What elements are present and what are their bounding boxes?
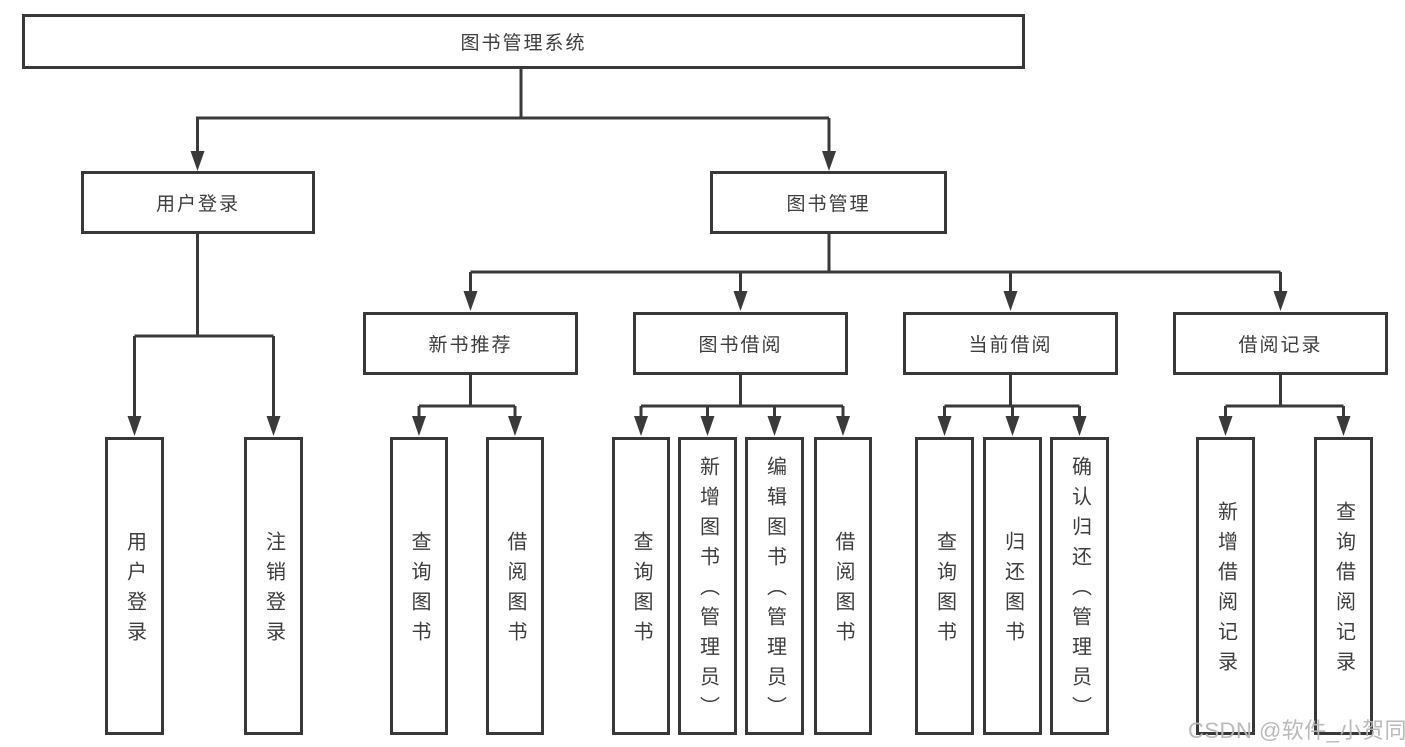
- leaf-user-login: 用户登录: [105, 437, 164, 735]
- leaf-record-query: 查询借阅记录: [1314, 437, 1373, 735]
- leaf-record-add-label: 新增借阅记录: [1214, 501, 1237, 681]
- arrowheads-borrow-record-leaves: [1218, 416, 1351, 436]
- leaf-record-add: 新增借阅记录: [1196, 437, 1255, 735]
- leaf-current-confirm: 确认归还（管理员）: [1050, 437, 1109, 735]
- leaf-current-confirm-label: 确认归还（管理员）: [1068, 456, 1091, 726]
- node-root: 图书管理系统: [22, 14, 1025, 69]
- node-current-borrow-label: 当前借阅: [968, 335, 1053, 356]
- leaf-logout-label: 注销登录: [262, 531, 285, 651]
- leaf-current-query: 查询图书: [915, 437, 974, 735]
- leaf-book-borrow-query: 查询图书: [612, 437, 670, 735]
- node-book-mgmt-label: 图书管理: [786, 194, 871, 215]
- arrowheads-current-borrow-leaves: [937, 416, 1087, 436]
- leaf-new-book-borrow-label: 借阅图书: [504, 531, 526, 651]
- connector-book-mgmt-to-level3: [469, 234, 1282, 292]
- leaf-new-book-query-label: 查询图书: [408, 531, 430, 651]
- arrowheads-book-mgmt-level3: [463, 291, 1288, 311]
- node-new-book: 新书推荐: [363, 312, 578, 375]
- leaf-book-borrow-add: 新增图书（管理员）: [678, 437, 737, 735]
- node-new-book-label: 新书推荐: [428, 335, 513, 356]
- connector-borrow-record-to-leaves: [1224, 375, 1345, 417]
- arrowheads-book-borrow-leaves: [634, 416, 850, 436]
- csdn-watermark: CSDN @软件_小贺同学: [1188, 718, 1405, 743]
- leaf-logout: 注销登录: [244, 437, 303, 735]
- leaf-book-borrow-borrow: 借阅图书: [814, 437, 872, 735]
- leaf-book-borrow-edit: 编辑图书（管理员）: [745, 437, 804, 735]
- node-current-borrow: 当前借阅: [903, 312, 1118, 375]
- arrowheads-user-login-leaves: [127, 416, 281, 436]
- leaf-record-query-label: 查询借阅记录: [1332, 501, 1355, 681]
- arrowheads-root-to-level2: [190, 151, 836, 171]
- node-book-borrow-label: 图书借阅: [698, 335, 783, 356]
- leaf-book-borrow-edit-label: 编辑图书（管理员）: [763, 456, 786, 726]
- node-borrow-record: 借阅记录: [1173, 312, 1388, 375]
- leaf-current-return-label: 归还图书: [1001, 531, 1024, 651]
- connector-new-book-to-leaves: [417, 375, 517, 417]
- leaf-new-book-borrow: 借阅图书: [486, 437, 544, 735]
- leaf-book-borrow-borrow-label: 借阅图书: [832, 531, 854, 651]
- leaf-user-login-label: 用户登录: [123, 531, 146, 651]
- leaf-new-book-query: 查询图书: [390, 437, 448, 735]
- leaf-book-borrow-query-label: 查询图书: [630, 531, 652, 651]
- connector-book-borrow-to-leaves: [639, 375, 845, 417]
- leaf-current-return: 归还图书: [983, 437, 1042, 735]
- node-user-login: 用户登录: [81, 171, 315, 234]
- connector-root-to-level2: [196, 69, 831, 152]
- node-borrow-record-label: 借阅记录: [1238, 335, 1323, 356]
- connector-user-login-to-leaves: [133, 234, 275, 417]
- leaf-book-borrow-add-label: 新增图书（管理员）: [696, 456, 719, 726]
- connector-current-borrow-to-leaves: [943, 375, 1081, 417]
- arrowheads-new-book-leaves: [412, 416, 522, 436]
- leaf-current-query-label: 查询图书: [933, 531, 956, 651]
- node-book-borrow: 图书借阅: [633, 312, 848, 375]
- node-book-mgmt: 图书管理: [710, 171, 947, 234]
- node-user-login-label: 用户登录: [155, 194, 240, 215]
- node-root-label: 图书管理系统: [460, 33, 587, 54]
